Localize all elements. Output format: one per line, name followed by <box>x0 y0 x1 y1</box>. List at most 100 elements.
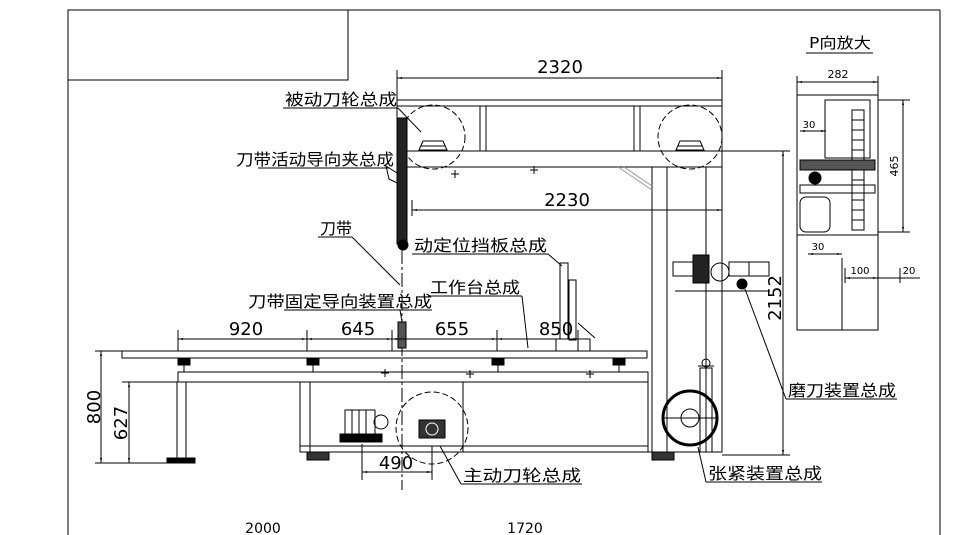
center-mark <box>381 369 389 377</box>
detail-lower-block <box>796 234 879 331</box>
label-blade: 刀带 <box>320 219 352 238</box>
motor <box>339 409 389 443</box>
dim-text: 30 <box>812 242 825 253</box>
movable-guide <box>396 117 409 251</box>
detail-view-p: P向放大 282 30 465 30 <box>796 34 920 331</box>
detail-rounded-block <box>799 196 831 233</box>
worktable-top <box>121 350 648 359</box>
leader-line <box>547 253 563 267</box>
table-support-block <box>612 357 626 366</box>
table-support-block <box>177 357 191 366</box>
frame-post <box>633 105 641 152</box>
passive-wheel-outline <box>400 104 466 170</box>
tensioner <box>661 358 719 453</box>
dim-inner-width: 2230 <box>411 190 722 216</box>
label-passive-wheel: 被动刀轮总成 <box>285 90 397 109</box>
wheel-bearing-block <box>418 140 448 151</box>
grinder-housing <box>672 261 694 277</box>
dim-overall-width: 2320 <box>396 57 723 100</box>
dim-frame-height: 627 <box>111 381 178 463</box>
grinder-knob <box>736 278 748 290</box>
leader-line <box>521 295 529 349</box>
left-leg <box>176 381 187 459</box>
wheel-bearing-block <box>675 140 705 151</box>
center-mark <box>586 370 594 378</box>
title-block <box>67 9 349 81</box>
dim-bottom-partial: 2000 1720 <box>245 521 543 535</box>
leader-line <box>397 107 422 133</box>
tension-handwheel <box>701 358 711 368</box>
left-foot <box>166 457 196 464</box>
motor-body <box>344 409 376 435</box>
lower-frame <box>166 369 722 464</box>
label-grinder: 磨刀装置总成 <box>788 381 896 400</box>
leader-line <box>439 445 462 485</box>
dim-motor-offset: 490 <box>361 444 433 480</box>
dim-text: 20 <box>903 266 916 277</box>
right-wheel-outline <box>657 104 723 170</box>
center-mark <box>451 170 459 178</box>
worktable <box>121 350 648 372</box>
part-labels: 被动刀轮总成 刀带活动导向夹总成 刀带 动定位挡板总成 工作台总成 刀带固定导向… <box>236 90 897 485</box>
dim-text: 490 <box>379 453 413 474</box>
fence-post <box>568 279 577 341</box>
lower-cabinet <box>299 381 649 453</box>
blade-guide-tip <box>397 239 409 251</box>
frame-post <box>479 105 487 152</box>
table-support-block <box>491 357 505 366</box>
dim-text: 282 <box>828 68 849 81</box>
detail-bar <box>799 159 876 171</box>
motor-pulley <box>373 414 389 430</box>
detail-upper-block <box>824 99 871 159</box>
leader-line <box>351 236 401 286</box>
motor-base <box>339 433 383 443</box>
dim-text: 655 <box>435 319 469 340</box>
label-movable-guide-clamp: 刀带活动导向夹总成 <box>236 150 394 169</box>
dim-text: 2152 <box>765 275 786 321</box>
center-mark <box>466 370 474 378</box>
diagonal-brace <box>617 166 653 191</box>
passive-wheel <box>400 104 466 170</box>
dim-machine-height: 2152 <box>722 150 790 456</box>
dim-text: 850 <box>539 319 573 340</box>
grinder-wheel <box>710 262 730 282</box>
label-worktable: 工作台总成 <box>430 278 520 297</box>
detail-bar <box>799 184 876 194</box>
fixed-guide-block <box>397 321 407 349</box>
tension-rail <box>699 367 713 453</box>
dim-text: 2320 <box>537 57 583 78</box>
drive-wheel <box>395 391 469 465</box>
cabinet-foot <box>651 451 675 461</box>
dim-table-height: 800 <box>84 350 168 464</box>
lower-beam <box>177 371 649 383</box>
center-mark <box>530 166 538 174</box>
label-tensioner: 张紧装置总成 <box>708 464 822 483</box>
dim-text: 1720 <box>507 521 543 535</box>
movable-guide-bar <box>396 117 408 245</box>
drive-wheel-hub <box>418 419 446 439</box>
dim-text: 920 <box>229 319 263 340</box>
dim-text: 800 <box>84 390 105 424</box>
detail-roller <box>808 171 822 185</box>
blade-grinder <box>672 254 770 292</box>
drive-wheel-axle <box>425 422 439 436</box>
dim-text: 465 <box>888 156 901 177</box>
diagonal-brace <box>623 166 653 187</box>
cabinet-foot <box>306 451 330 461</box>
upper-right-wheel <box>657 104 723 170</box>
dim-text: 100 <box>850 266 869 277</box>
leader-line <box>744 288 787 400</box>
fence-clamp <box>555 338 591 352</box>
dim-table-segments: 920 645 655 850 <box>177 319 579 351</box>
detail-title: P向放大 <box>809 34 871 52</box>
label-positioning-fence: 动定位挡板总成 <box>414 236 547 255</box>
leader-line <box>399 309 403 323</box>
table-support-block <box>306 357 320 366</box>
grinder-motor <box>692 254 710 284</box>
top-rail <box>396 99 723 107</box>
drawing-frame <box>67 9 941 535</box>
dim-text: 645 <box>341 319 375 340</box>
dim-text: 2230 <box>544 190 590 211</box>
label-drive-wheel: 主动刀轮总成 <box>463 466 581 485</box>
